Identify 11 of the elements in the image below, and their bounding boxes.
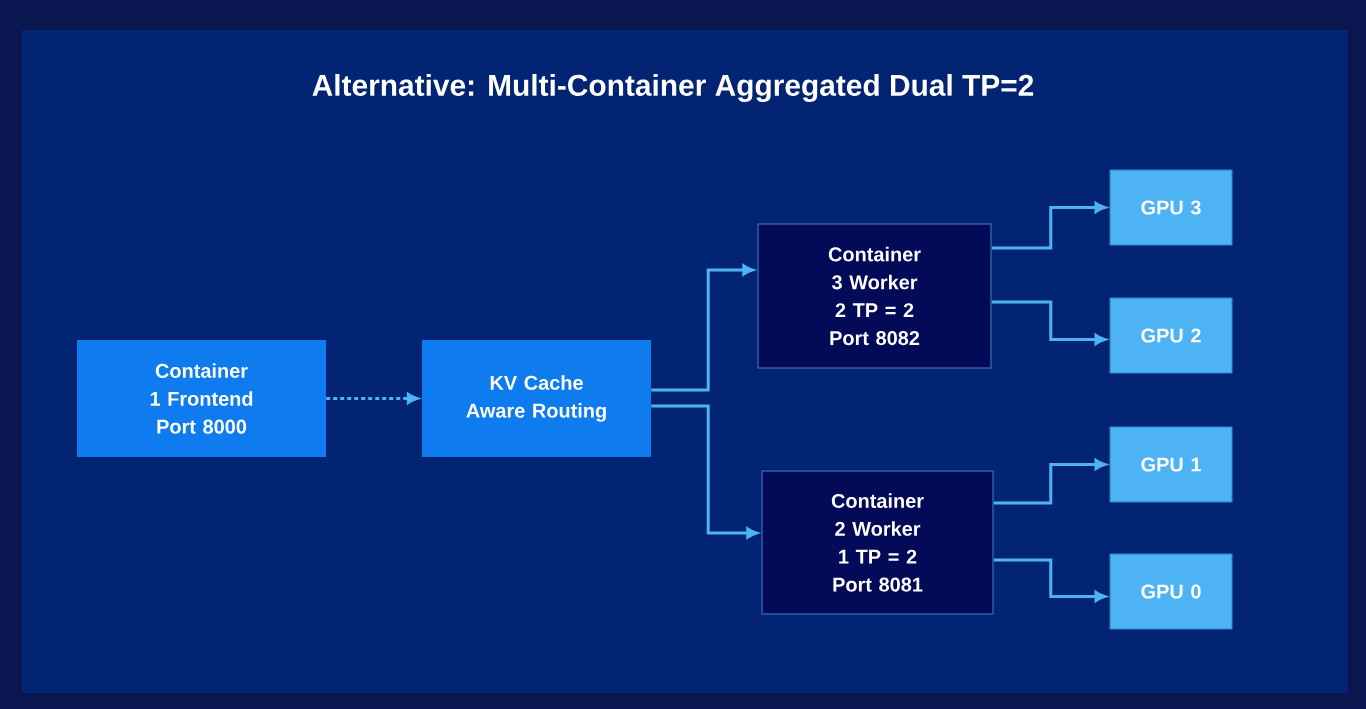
title: Alternative: Multi-Container Aggregated Dual TP=2 xyxy=(312,74,1034,102)
gpu-box: GPU 3 xyxy=(1109,169,1233,246)
arrow xyxy=(651,264,754,392)
gpu-box: GPU 2 xyxy=(1109,297,1233,374)
process-box: KV Cache Aware Routing xyxy=(422,340,651,457)
container-box: Container 2 Worker 1 TP = 2 Port 8081 xyxy=(761,470,994,615)
container-box: Container 3 Worker 2 TP = 2 Port 8082 xyxy=(757,223,992,369)
gpu-box: GPU 1 xyxy=(1109,426,1233,503)
arrow xyxy=(651,404,758,539)
gpu-box: GPU 0 xyxy=(1109,553,1233,630)
process-box: Container 1 Frontend Port 8000 xyxy=(77,340,326,457)
